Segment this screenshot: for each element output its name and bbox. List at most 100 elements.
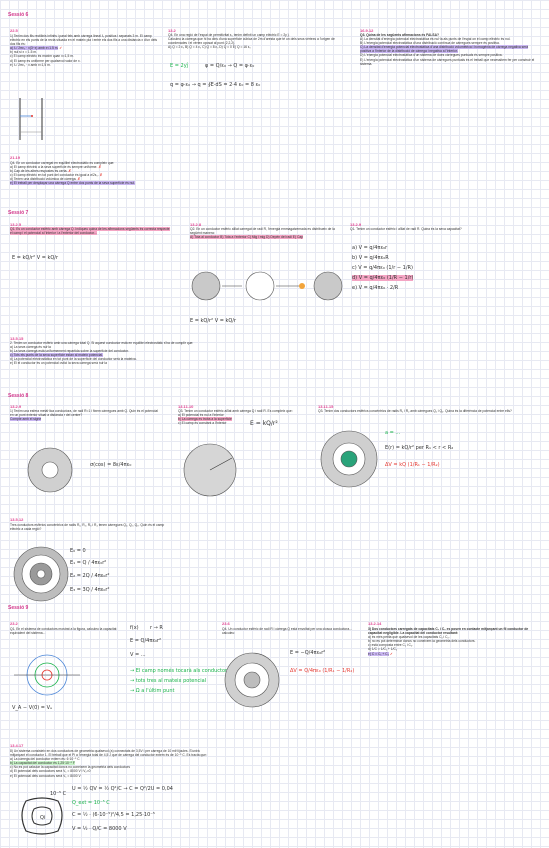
question-2-title: Q4. En una regió de l'espai de permitivi… <box>168 33 290 37</box>
question-id: 13.4.17 <box>10 743 24 748</box>
question-8-text: 2. Tenim un conductor esfèric amb una cà… <box>10 341 220 366</box>
handwritten-energy: U = ½ QV = ½ Q²/C → C = Q²/2U = 0,04 <box>72 786 173 792</box>
handwritten-fx: f(x) <box>130 625 139 631</box>
question-10-opt-a: a) El potencial és nul a l'interior <box>178 413 224 418</box>
formula-b: b) V = q/4πε₀R <box>352 255 389 261</box>
sphere-field-figure <box>183 443 237 497</box>
question-id: 23.2 <box>10 621 18 626</box>
question-5-text: Q1. Es un conductor esfèric amb càrrega … <box>10 227 170 236</box>
question-16-opt-d: d) El potencial dels conductors serà V₁ … <box>10 769 91 774</box>
question-14-text: Q4. Un conductor esfèric de radi R i càr… <box>222 627 352 635</box>
question-4-title: Q4. En un conductor carregat en equilibr… <box>10 161 115 165</box>
field-region-1: E₁ = Q / 4πε₀r² <box>70 560 107 566</box>
section-title-6: Sessió 6 <box>8 12 29 18</box>
question-8-opt-d: d) La potencial electrostàtica en tot pu… <box>10 357 137 362</box>
question-10-opt-b: b) La càrrega es troba a la superfície <box>178 417 232 422</box>
question-16-opt-e: e) El potencial dels conductors serà V₁ … <box>10 773 81 778</box>
question-8-opt-b: b) La seva càrrega està uniformement rep… <box>10 349 129 354</box>
question-13-text: Q1. En el sistema de conductors mostrat … <box>10 627 120 635</box>
question-id: 13.5.12 <box>10 517 24 522</box>
question-1-opt-a: a) λ / 2πε₀ · x(3−x) amb x<1.5 m. ✓ <box>10 46 63 51</box>
question-10-text: Q3. Tenim un conductor esfèric aïllat am… <box>178 409 308 425</box>
question-id: 13.2.9 <box>350 222 362 227</box>
concentric-spheres-figure <box>320 430 378 488</box>
question-12-text: Tres conductors esfèrics concèntrics de … <box>10 523 170 531</box>
question-3-text: Q3. Quina de les següents afirmacions és… <box>360 33 540 66</box>
handwritten-v: V = ... <box>130 652 146 658</box>
question-14-stem: Q4. Un conductor esfèric de radi R i càr… <box>222 627 352 636</box>
section-title-8: Sessió 8 <box>8 393 29 399</box>
question-8-stem: 2. Tenim un conductor esfèric amb una cà… <box>10 341 194 345</box>
section-title-7: Sessió 7 <box>8 210 29 216</box>
handwritten-e: E = Q/4πε₀r² <box>130 638 162 644</box>
handwritten-capacitance: C = ½ · (6·10⁻⁵)²/4,5 = 1,25·10⁻⁵ <box>72 812 155 818</box>
question-13-stem: Q1. En el sistema de conductors mostrat … <box>10 627 117 636</box>
question-16-stem: 8) Un sistema consisteix en dos conducto… <box>10 749 207 758</box>
question-16-text: 8) Un sistema consisteix en dos conducto… <box>10 749 210 778</box>
handwritten-q-ext: Q_ext = 10⁻⁵ C <box>72 800 110 806</box>
question-id: 13.11.15 <box>318 404 334 409</box>
question-16-opt-c: c) No es pot calcular la capacitat doncs… <box>10 765 131 770</box>
question-3-opt-e: E) L'energia potencial electrostàtica d'… <box>360 57 535 66</box>
question-id: 13.2.5 <box>10 222 22 227</box>
question-15-text: 3) Dos conductors carregats de capacitat… <box>368 627 543 656</box>
question-6-options: A) Tota al conductor B) Tota a l'exterio… <box>190 235 304 240</box>
question-3-title: Q3. Quina de les següents afirmacions és… <box>360 33 439 37</box>
question-4-opt-c: c) El camp elèctric en tot punt del cond… <box>10 173 103 178</box>
handwritten-note-3: → Ω a l'últim punt <box>130 688 175 694</box>
question-4-opt-d: d) Tenen una distribució volúmica de càr… <box>10 177 81 182</box>
question-id: 21.19 <box>10 155 21 160</box>
question-15-opt-a: a) és més petita que qualsevol de les ca… <box>368 635 450 640</box>
question-10-stem: Q3. Tenim un conductor esfèric aïllat am… <box>178 409 293 413</box>
question-15-opt-d: d) 1/C = 1/C₁ + 1/C₂ <box>368 647 398 652</box>
question-4-opt-a: a) El camp elèctric a la seva superfície… <box>10 165 102 170</box>
handwritten-e-field: E = kQ/r² <box>250 420 278 427</box>
handwritten-delta-v: ΔV = Q/4πε₀ (1/R₁ − 1/R₂) <box>290 668 355 674</box>
label-outer-charge: Qi <box>40 815 46 821</box>
question-1-text: 1) Tenim dos fils rectilinis infinits i … <box>10 34 160 67</box>
handwritten-line-3: ΔV = kQ (1/R₁ − 1/R₂) <box>385 462 440 468</box>
handwritten-limit: r → R <box>150 625 163 631</box>
question-5-stem: Q1. Es un conductor esfèric amb càrrega … <box>10 227 170 236</box>
question-8-opt-e: e) El el conductor és un potencial ovtic… <box>10 361 107 366</box>
handwritten-line-1: a = ... <box>385 430 401 436</box>
question-3-opt-b: B) L'energia potencial electrostàtica d'… <box>360 41 500 46</box>
question-15-title: 3) Dos conductors carregats de capacitat… <box>368 627 529 636</box>
question-id: 13.2 <box>168 28 176 33</box>
field-region-2: E₂ = 2Q / 4πε₀r² <box>70 573 110 579</box>
sphere-sequence-figure <box>191 271 343 301</box>
handwritten-line-2: E(r) = kQ/r² per R₁ < r < R₂ <box>385 445 454 451</box>
question-1-opt-b: b) nul si x = 1.5 m. <box>10 50 38 55</box>
field-region-0: E₀ = 0 <box>70 548 86 554</box>
handwritten-e-field: E = kQ/r² V = kQ/r <box>190 318 237 324</box>
question-1-opt-e: e) λ / 2πε₀ · x amb x<1,5 m. <box>10 62 51 67</box>
question-4-opt-b: b) Cap de les altres respostes és certa.… <box>10 169 72 174</box>
question-15-opt-e: e) C = C₁ + C₂ ✓ <box>368 651 393 656</box>
question-id: 16.9.12 <box>360 28 374 33</box>
question-3-opt-d: D) L'energia potencial electrostàtica d'… <box>360 53 503 58</box>
handwritten-field: E = 2yĵ <box>170 63 189 69</box>
question-9-stem: 1) Tenim una esfera metàl·lica conductor… <box>10 409 158 418</box>
formula-c: c) V = q/4πε₀ (1/r − 1/R) <box>352 265 413 271</box>
question-9-text: 1) Tenim una esfera metàl·lica conductor… <box>10 409 160 422</box>
handwritten-e-field: E = −Q/4πε₀r² <box>290 650 326 656</box>
handwritten-note-2: → tots tres al mateix potencial <box>130 678 207 684</box>
formula-a: a) V = q/4πε₀r <box>352 245 388 251</box>
formula-e: e) V = q/4πε₀ · 2/R <box>352 285 399 291</box>
parallel-wires-figure <box>19 98 43 140</box>
question-15-opt-c: c) està composta entre C₁ i C₂. <box>368 643 414 648</box>
question-2-text: Q4. En una regió de l'espai de permitivi… <box>168 33 338 49</box>
question-4-text: Q4. En un conductor carregat en equilibr… <box>10 161 180 186</box>
question-16-opt-a: a) La càrrega del conductor extern és: 6… <box>10 757 80 762</box>
question-10-opt-c: c) El camp és constant a l'interior <box>178 421 227 426</box>
question-3-opt-a: A) La densitat d'energia potencial elect… <box>360 37 511 42</box>
question-6-text: Q2. En un conductor esfèric aïllat carre… <box>190 227 340 240</box>
question-11-text: Q3. Tenim dos conductors esfèrics concèn… <box>318 409 538 413</box>
handwritten-solution: q = φ·ε₀ → q = ∮E·dS = 2·4 ε₀ = 8 ε₀ <box>170 82 261 88</box>
formula-d: d) V = q/4πε₀ (1/R − 1/r) <box>352 275 414 281</box>
question-8-opt-c: c) Tots els punts de la seva superfície … <box>10 353 104 358</box>
handwritten-note-1: → El camp només tocarà als conductors <box>130 668 230 674</box>
handwritten-flux: φ = Q/ε₀ → Q = φ·ε₀ <box>205 63 255 69</box>
question-7-text: Q1. Tenim un conductor esfèric i aïllat … <box>350 227 510 231</box>
charged-sphere-figure <box>27 447 73 493</box>
